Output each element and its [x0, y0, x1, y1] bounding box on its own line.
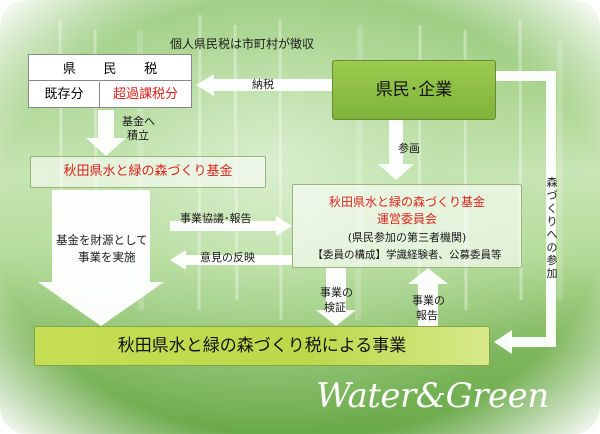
mori-sanka-char: 加: [546, 267, 558, 280]
kenminzei-table: 県 民 税 既存分 超過課税分: [28, 54, 192, 108]
water-green-logo: Water&Green: [316, 376, 549, 416]
kenminzei-char-1: 県: [62, 62, 76, 77]
committee-box: 秋田県水と緑の森づくり基金 運営委員会 (県民参加の第三者機関) 【委員の構成】…: [292, 184, 522, 268]
jigyo-kensho-label-2: 検証: [324, 301, 346, 314]
sankaku-label: 参画: [398, 142, 420, 155]
kikin-tsumitate-label-1: 基金へ: [122, 115, 155, 128]
committee-line-2: 運営委員会: [376, 212, 437, 226]
kenminzei-char-3: 税: [144, 62, 158, 77]
zaigen-arrow: [38, 190, 164, 326]
bottom-bar: 秋田県水と緑の森づくり税による事業: [34, 326, 490, 366]
committee-line-1: 秋田県水と緑の森づくり基金: [328, 195, 485, 209]
iken-hanei-label: 意見の反映: [200, 251, 255, 264]
kenminzei-char-2: 民: [103, 62, 117, 77]
kikin-tsumitate-arrow: [86, 110, 126, 156]
mori-sanka-char: 参: [546, 254, 558, 267]
kenmin-kigyo-label: 県民･企業: [375, 80, 453, 100]
iken-hanei-arrow: [170, 250, 292, 270]
bottom-bar-label: 秋田県水と緑の森づくり税による事業: [117, 336, 407, 356]
jigyo-hokoku-label-1: 事業の: [412, 294, 445, 307]
jigyo-hokoku-label-2: 報告: [416, 309, 438, 322]
jigyo-kyogi-label: 事業協議･報告: [180, 212, 252, 225]
jigyo-kyogi-arrow: [170, 216, 292, 236]
mori-sanka-char: 森: [546, 176, 558, 189]
nozei-arrow: [196, 74, 332, 96]
mori-sanka-char: り: [546, 215, 558, 228]
jigyo-hokoku-arrow: [408, 268, 448, 326]
jigyo-kensho-arrow: [316, 268, 356, 326]
kikin-label: 秋田県水と緑の森づくり基金: [63, 164, 233, 179]
kenminzei-excess-cell: 超過課税分: [112, 87, 178, 102]
mori-sanka-label: 森 づ く り へ の 参 加: [545, 176, 559, 280]
mori-sanka-char: へ: [546, 228, 558, 241]
top-note: 個人県民税は市町村が徴収: [170, 37, 315, 51]
mori-sanka-arrow: [494, 71, 556, 354]
kenminzei-title-row: 県 民 税: [29, 55, 191, 81]
committee-line-3: (県民参加の第三者機関): [347, 231, 467, 244]
nozei-label: 納税: [252, 78, 274, 91]
zaigen-label-2: 事業を実施: [78, 250, 136, 264]
jigyo-kensho-label-1: 事業の: [320, 286, 353, 299]
kikin-box: 秋田県水と緑の森づくり基金: [30, 156, 266, 188]
sankaku-arrow: [378, 120, 414, 180]
committee-line-4: 【委員の構成】学識経験者、公募委員等: [312, 249, 502, 261]
zaigen-label-1: 基金を財源として: [56, 233, 148, 247]
kikin-tsumitate-label-2: 積立: [127, 129, 149, 142]
kenminzei-existing-cell: 既存分: [29, 82, 100, 107]
mori-sanka-char: づ: [546, 189, 558, 202]
mori-sanka-char: く: [546, 202, 558, 215]
kenmin-kigyo-box: 県民･企業: [332, 60, 496, 120]
mori-sanka-char: の: [546, 241, 558, 254]
